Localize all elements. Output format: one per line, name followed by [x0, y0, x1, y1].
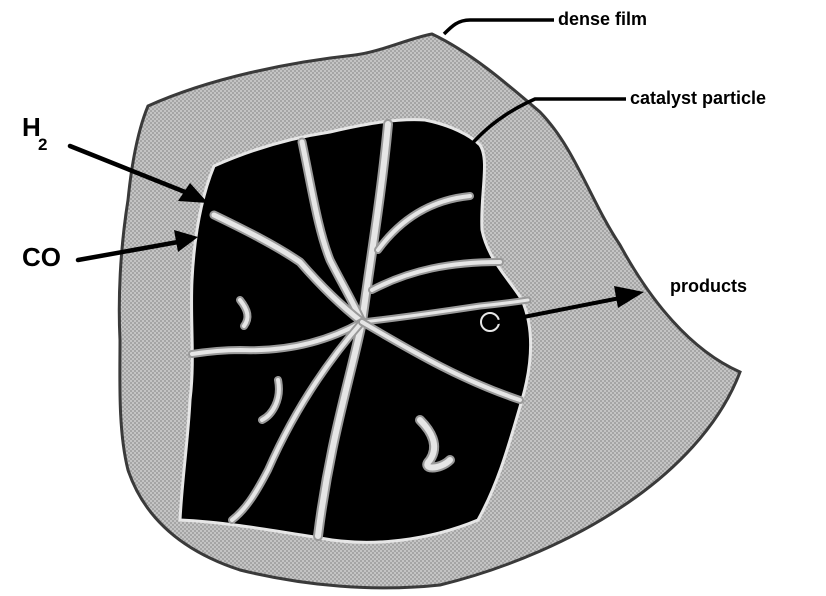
dense-film-label: dense film [558, 9, 647, 29]
catalyst-particle-label: catalyst particle [630, 88, 766, 108]
products-label: products [670, 276, 747, 296]
h2-subscript: 2 [38, 135, 47, 154]
dense-film-pointer [444, 20, 554, 34]
co-label: CO [22, 242, 61, 272]
h2-label: H 2 [22, 112, 47, 154]
